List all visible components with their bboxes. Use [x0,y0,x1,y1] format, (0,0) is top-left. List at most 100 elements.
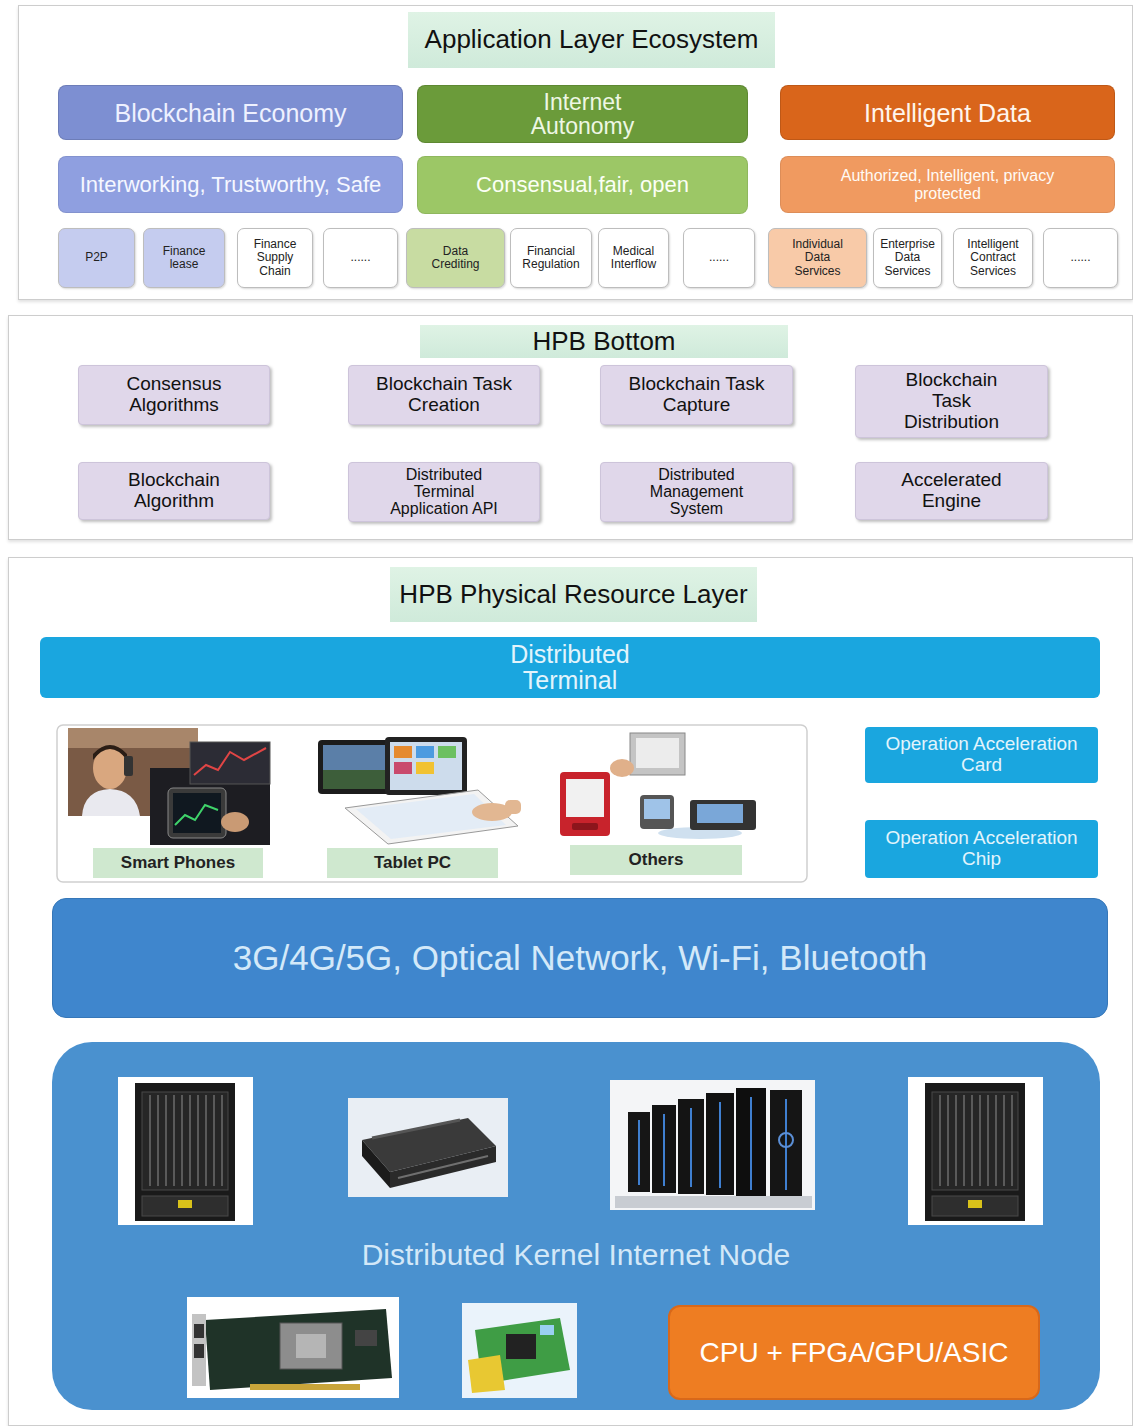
datacenter-racks-part [678,1099,704,1194]
module-box: Blockchain Task Creation [348,365,540,425]
service-box: Individual Data Services [768,228,867,288]
fpga-card [187,1297,399,1398]
datacenter-racks-part [615,1196,812,1208]
service-box: ...... [1043,228,1118,288]
smartphone-photo-part [93,747,127,789]
module-box: Consensus Algorithms [78,365,270,425]
server-rack-part [118,1077,253,1225]
datacenter-racks-part [736,1088,766,1196]
other-devices-part [658,827,742,839]
value-label: Interworking, Trustworthy, Safe [80,173,382,196]
service-label: ...... [1070,251,1090,264]
module-box: Blockchain Algorithm [78,462,270,520]
smartphone-photo-part [168,788,226,838]
value-box: Authorized, Intelligent, privacy protect… [780,156,1115,213]
device-label-text: Smart Phones [121,853,235,872]
ecosystem-box: Internet Autonomy [417,85,748,143]
service-label: Enterprise Data Services [877,238,938,278]
ecosystem-label: Intelligent Data [864,99,1031,127]
tablet-picture-part [318,740,390,794]
other-devices-part [690,800,756,830]
smartphone-photo-part [194,748,266,775]
smartphone-photo-part [150,768,270,845]
module-box: Accelerated Engine [855,462,1048,520]
tablet-picture-part [472,803,512,821]
module-box: Blockchain Task Distribution [855,365,1048,438]
service-label: ...... [709,251,729,264]
service-box: Data Crediting [406,228,505,288]
fpga-card-part [187,1297,399,1398]
terminal-band: Distributed Terminal [40,637,1100,698]
datacenter-racks-part [628,1112,650,1192]
module-label: Blockchain Task Distribution [897,370,1007,433]
server-rack-part [908,1077,1043,1225]
chip-board-part [540,1325,554,1335]
device-label: Smart Phones [93,848,263,878]
tablet-picture-part [345,790,518,844]
fpga-card-part [250,1384,360,1390]
server-rack-part [940,1095,1012,1186]
server-rack-part [142,1196,228,1216]
chip-board-part [475,1318,570,1384]
kernel-label: Distributed Kernel Internet Node [52,1238,1100,1273]
datacenter-racks-part [779,1133,793,1147]
fpga-card-part [194,1344,204,1358]
smartphone-photo-part [93,745,127,760]
fpga-card-part [355,1330,377,1346]
module-label: Consensus Algorithms [114,374,234,416]
layer-panel: HPB Physical Resource LayerDistributed T… [8,557,1133,1426]
kernel-node: Distributed Kernel Internet NodeCPU + FP… [52,1042,1100,1410]
server-rack-part [135,1083,235,1221]
server-rack-part [142,1092,228,1190]
cpu-box: CPU + FPGA/GPU/ASIC [668,1305,1040,1400]
tablet-picture-part [323,770,385,789]
datacenter-racks-part [652,1105,676,1193]
tablet-picture-part [323,745,385,789]
smartphone-photo-part [124,756,133,776]
module-box: Blockchain Task Capture [600,365,793,425]
module-label: Blockchain Algorithm [119,470,229,512]
tablet-picture [318,737,521,844]
smartphone-photo-part [190,742,270,784]
datacenter-racks-part [770,1090,802,1196]
tablet-picture-part [416,762,434,774]
service-box: Medical Interflow [598,228,669,288]
value-label: Consensual,fair, open [476,173,689,198]
tablet-picture-part [394,762,412,774]
datacenter-racks [610,1080,815,1210]
other-devices-part [636,738,679,768]
tablet-picture-part [356,794,506,839]
ecosystem-label: Internet Autonomy [508,90,658,138]
cpu-label: CPU + FPGA/GPU/ASIC [700,1337,1009,1368]
smartphone-photo-part [173,793,221,833]
fpga-card-part [296,1334,326,1358]
device-label: Tablet PC [327,848,498,878]
chip-board-part [468,1355,505,1393]
service-box: Intelligent Contract Services [953,228,1033,288]
module-label: Distributed Management System [632,467,762,517]
datacenter-racks-part [706,1093,734,1195]
smartphone-photo-part [68,728,198,816]
module-box: Distributed Management System [600,462,793,522]
rack-server-part [372,1120,460,1138]
accel-label: Operation Acceleration Card [882,734,1082,776]
datacenter-racks-part [639,1097,786,1190]
module-label: Accelerated Engine [892,470,1012,512]
smartphone-photo-part [175,805,218,825]
service-box: P2P [58,228,135,288]
fpga-card-part [192,1314,206,1386]
module-label: Blockchain Task Capture [622,374,772,416]
rack-server [348,1098,508,1197]
other-devices-part [560,772,610,836]
other-devices-part [697,804,743,823]
layer-heading: Application Layer Ecosystem [408,12,775,68]
module-label: Blockchain Task Creation [369,374,519,416]
service-box: Financial Regulation [510,228,592,288]
fpga-card-part [280,1323,342,1369]
service-box: Finance Supply Chain [237,228,313,288]
other-devices-part [610,759,634,777]
smartphone-photo-part [68,728,198,748]
layer-heading: HPB Bottom [420,325,788,358]
layer-panel: Application Layer EcosystemBlockchain Ec… [18,5,1133,300]
tablet-picture-part [394,746,412,758]
